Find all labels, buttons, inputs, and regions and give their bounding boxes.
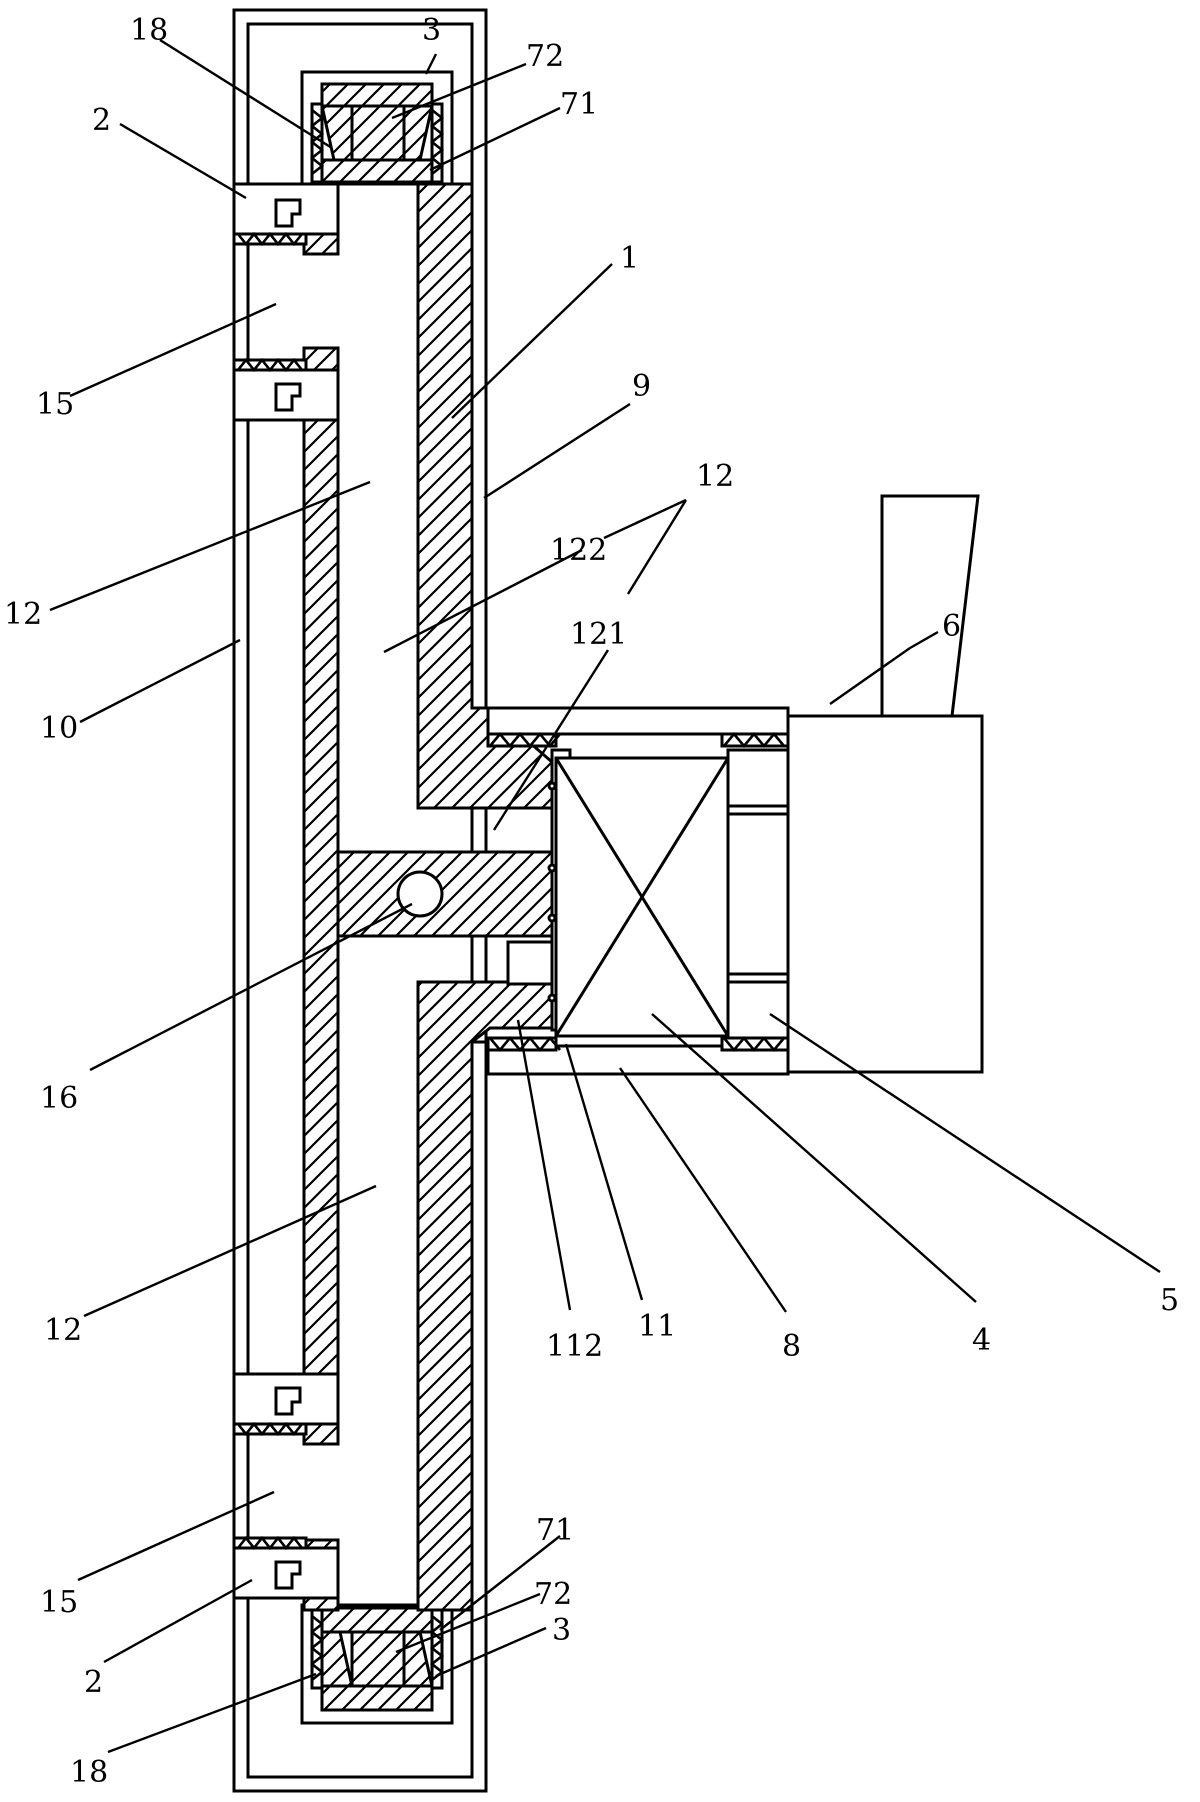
upper-clamp-pair — [232, 182, 340, 422]
label-channel-right: 12 — [696, 459, 734, 494]
label-outer-wall: 9 — [632, 369, 651, 404]
label-controller: 6 — [942, 609, 961, 644]
top-cap — [300, 70, 454, 186]
label-gasket-bottom: 18 — [70, 1755, 108, 1790]
leader-lines — [49, 38, 1161, 1754]
label-seal-block-top: 72 — [526, 39, 564, 74]
callout-labels: 18 3 72 71 2 1 9 15 12 122 121 12 6 10 1… — [4, 13, 1179, 1790]
label-seal-ring-bottom: 71 — [536, 1513, 574, 1548]
label-clamp-top: 2 — [92, 103, 111, 138]
label-channel-lower: 12 — [44, 1313, 82, 1348]
label-channel-branch: 122 — [550, 533, 607, 568]
label-port-top: 15 — [36, 387, 74, 422]
label-neck: 11 — [638, 1309, 676, 1344]
label-port-bottom: 15 — [40, 1585, 78, 1620]
label-cap-bottom: 3 — [552, 1613, 571, 1648]
housing-body — [302, 182, 554, 1612]
bottom-cap — [300, 1603, 454, 1725]
label-ball-valve: 16 — [40, 1081, 78, 1116]
label-channel-inlet: 121 — [570, 617, 627, 652]
label-cap-top: 3 — [422, 13, 441, 48]
controller-box — [786, 494, 984, 1074]
lower-clamp-pair — [232, 1372, 340, 1600]
label-stator: 5 — [1160, 1283, 1179, 1318]
label-gasket-top: 18 — [130, 13, 168, 48]
label-channel-left: 12 — [4, 597, 42, 632]
motor-box — [547, 756, 730, 1038]
label-motor-box: 4 — [972, 1323, 991, 1358]
label-frame: 10 — [40, 711, 78, 746]
label-neck-flange: 112 — [546, 1329, 603, 1364]
label-housing: 1 — [620, 241, 639, 276]
label-seal-ring-top: 71 — [560, 87, 598, 122]
label-sleeve: 8 — [782, 1329, 801, 1364]
label-clamp-bottom: 2 — [84, 1665, 103, 1700]
label-seal-block-bottom: 72 — [534, 1577, 572, 1612]
